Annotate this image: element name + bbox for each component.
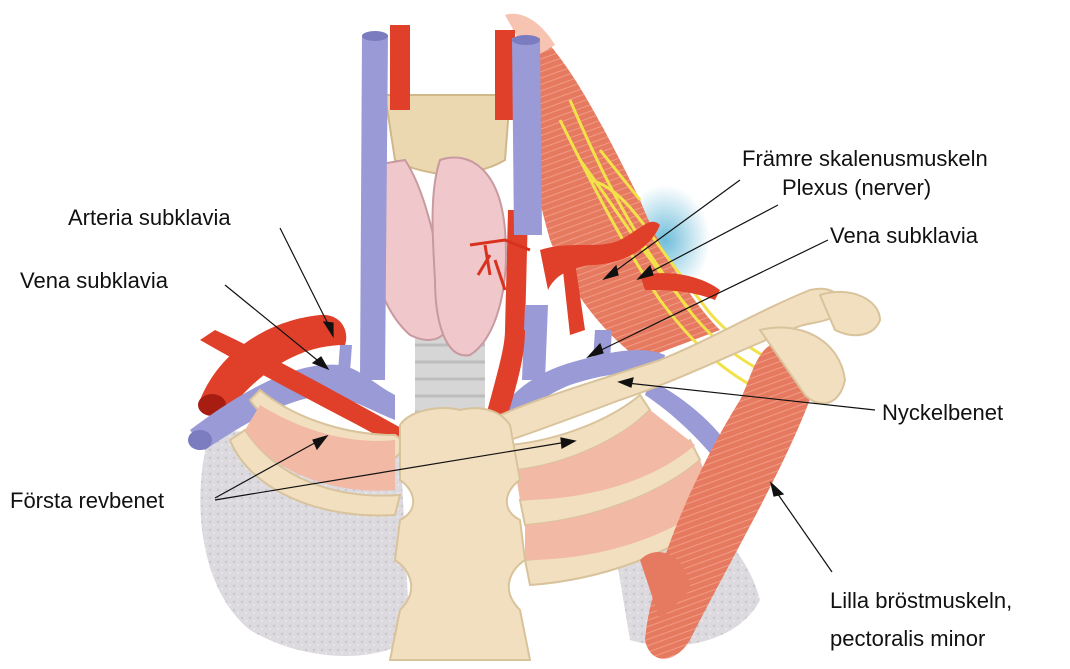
label-arteria-subklavia: Arteria subklavia <box>68 205 231 231</box>
vein-jugular-right-top <box>512 35 540 45</box>
label-vena-subklavia-left: Vena subklavia <box>20 268 168 294</box>
artery-carotid-left-top <box>390 25 410 110</box>
sternum <box>390 408 530 660</box>
vein-jugular-right <box>512 38 542 235</box>
artery-carotid-right-top <box>495 30 515 120</box>
label-pectoralis-minor: pectoralis minor <box>830 626 985 652</box>
label-plexus-nerver: Plexus (nerver) <box>782 175 931 201</box>
label-nyckelbenet: Nyckelbenet <box>882 400 1003 426</box>
label-vena-subklavia-right: Vena subklavia <box>830 223 978 249</box>
vein-branch-right <box>522 305 548 380</box>
thyroid-gland <box>368 158 506 356</box>
vein-jugular-left <box>360 35 388 380</box>
label-lilla-brostmuskeln: Lilla bröstmuskeln, <box>830 588 1012 614</box>
vein-jugular-left-top <box>362 31 388 41</box>
vein-subklavia-left-end <box>188 430 212 450</box>
label-forsta-revbenet: Första revbenet <box>10 488 164 514</box>
vein-branch-left <box>338 345 352 372</box>
label-framre-skalenusmuskeln: Främre skalenusmuskeln <box>742 146 988 172</box>
